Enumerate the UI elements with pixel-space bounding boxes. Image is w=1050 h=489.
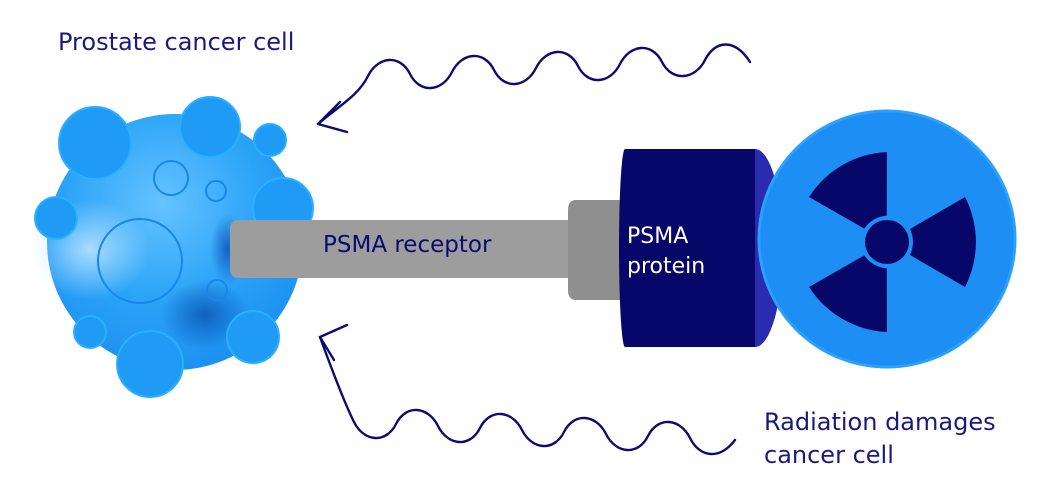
cell-bump bbox=[58, 106, 132, 180]
psma-receptor bbox=[230, 200, 625, 300]
protein-label-line2: protein bbox=[627, 254, 706, 279]
psma-protein bbox=[619, 149, 783, 347]
radiation-source bbox=[757, 109, 1017, 369]
radiation-trefoil-icon bbox=[809, 151, 976, 333]
cell-label: Prostate cancer cell bbox=[58, 28, 295, 56]
cell-spot bbox=[205, 180, 227, 202]
cell-bump bbox=[226, 310, 280, 364]
cell-bump bbox=[253, 123, 287, 157]
radiation-label-line1: Radiation damages bbox=[764, 408, 996, 436]
cell-bump bbox=[73, 315, 107, 349]
radiation-label: Radiation damages cancer cell bbox=[764, 406, 996, 472]
protein-label: PSMA protein bbox=[627, 222, 705, 282]
radiation-waves bbox=[316, 43, 752, 456]
cell-bump bbox=[179, 96, 241, 158]
protein-body bbox=[625, 149, 755, 347]
cell-spot bbox=[153, 160, 189, 196]
cell-spot bbox=[206, 279, 228, 301]
receptor-label: PSMA receptor bbox=[323, 232, 492, 258]
protein-back bbox=[619, 149, 631, 347]
receptor-bar bbox=[230, 220, 590, 278]
radiation-label-line2: cancer cell bbox=[764, 441, 894, 469]
arrowhead-upper bbox=[316, 100, 349, 134]
cell-bump bbox=[116, 330, 184, 398]
cell-spot bbox=[97, 218, 183, 304]
cancer-cell bbox=[30, 96, 314, 398]
receptor-connector bbox=[568, 200, 625, 300]
protein-label-line1: PSMA bbox=[627, 224, 689, 249]
radiation-disc-rim bbox=[757, 109, 1017, 369]
wavy-arrow-icon bbox=[318, 335, 737, 456]
wavy-arrow-icon bbox=[316, 43, 752, 126]
arrowhead-lower bbox=[318, 323, 349, 362]
cell-bump bbox=[34, 196, 78, 240]
